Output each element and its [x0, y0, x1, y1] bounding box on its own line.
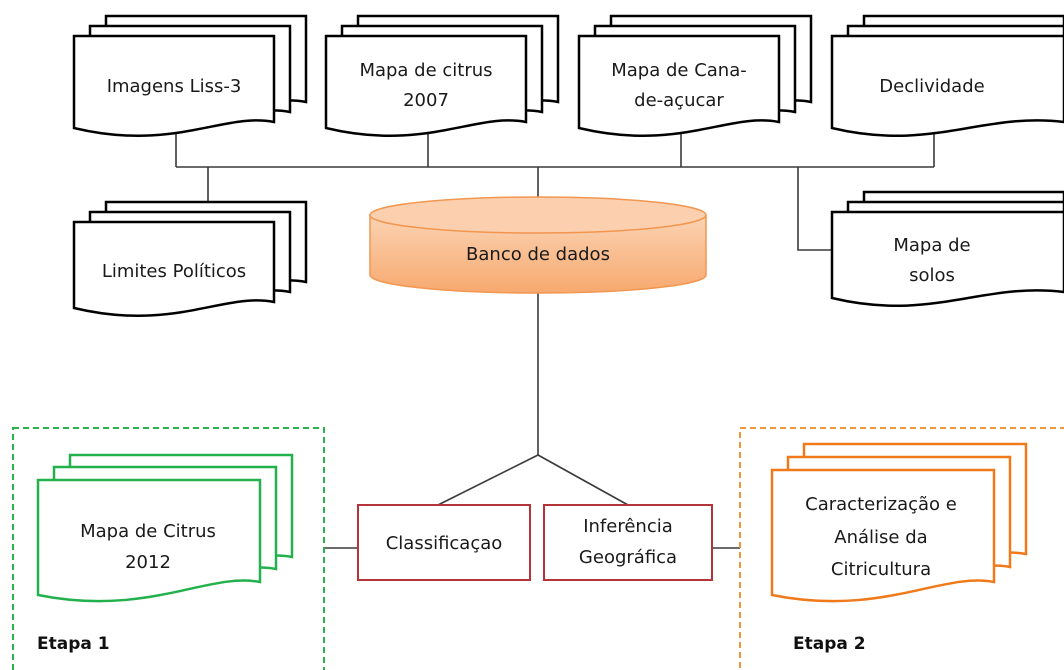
document-limites-politicos: Limites Políticos	[72, 200, 308, 317]
document-mapa-citrus-2012: Mapa de Citrus 2012	[36, 453, 294, 603]
declividade-label: Declividade	[879, 76, 984, 97]
cana-line1: Mapa de Cana-	[611, 60, 747, 81]
process-classificacao: Classificaçao	[357, 504, 531, 581]
connectors	[175, 130, 935, 549]
stage2-label: Etapa 2	[793, 634, 866, 654]
document-imagens-liss3: Imagens Liss-3	[72, 14, 308, 137]
database-label: Banco de dados	[466, 244, 610, 265]
citrus2007-line1: Mapa de citrus	[359, 60, 492, 81]
inferencia-line2: Geográfica	[579, 547, 677, 568]
citrus2012-line1: Mapa de Citrus	[80, 521, 216, 542]
classificacao-label: Classificaçao	[386, 533, 503, 554]
stage1-box	[12, 427, 325, 670]
connector-to-classificacao	[437, 454, 539, 506]
solos-line1: Mapa de	[893, 235, 970, 256]
connector-solos	[797, 167, 832, 251]
document-declividade: Declividade	[830, 14, 1064, 138]
database-cylinder: Banco de dados	[369, 196, 707, 294]
citrus2012-line2: 2012	[125, 552, 171, 573]
inferencia-line1: Inferência	[583, 516, 673, 537]
process-inferencia-geografica: Inferência Geográfica	[543, 504, 713, 581]
caracterizacao-line2: Análise da	[834, 527, 927, 548]
caracterizacao-line1: Caracterização e	[805, 494, 957, 515]
imagens-label: Imagens Liss-3	[107, 76, 242, 97]
solos-line2: solos	[909, 265, 955, 286]
caracterizacao-line3: Citricultura	[831, 559, 931, 580]
document-caracterizacao: Caracterização e Análise da Citricultura	[770, 442, 1028, 603]
stage2-box	[739, 427, 1064, 670]
connector-to-inferencia	[537, 454, 629, 506]
cana-line2: de-açucar	[634, 90, 724, 111]
document-mapa-citrus-2007: Mapa de citrus 2007	[324, 14, 560, 137]
document-mapa-solos: Mapa de solos	[830, 190, 1064, 308]
stage1-label: Etapa 1	[37, 634, 110, 654]
document-mapa-cana: Mapa de Cana- de-açucar	[577, 14, 813, 137]
citrus2007-line2: 2007	[403, 90, 449, 111]
limites-label: Limites Políticos	[102, 261, 246, 282]
